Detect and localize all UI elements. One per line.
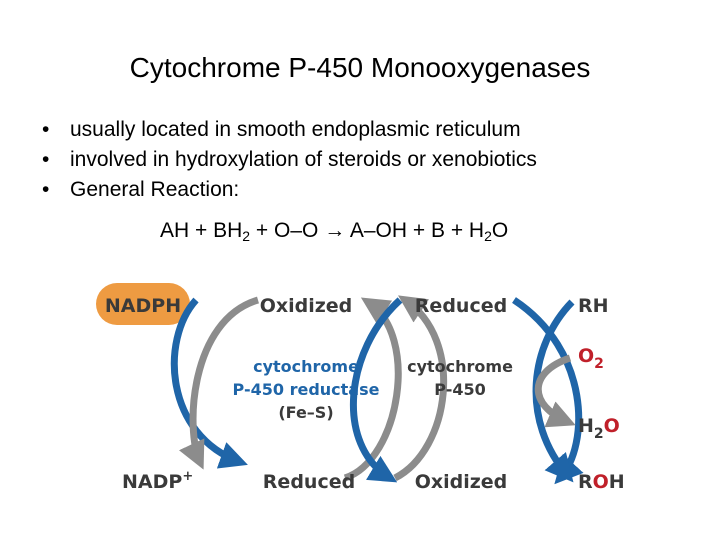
- o2-text: O: [578, 345, 594, 367]
- nadph-badge: [96, 283, 190, 325]
- bullet-text: General Reaction:: [70, 178, 240, 201]
- reductase-name-line2: P-450 reductase: [233, 380, 380, 399]
- h2o-h: H: [578, 415, 594, 437]
- nadph-to-reduced-arrow: [170, 297, 248, 469]
- bullet-item: • General Reaction:: [42, 175, 537, 205]
- o2-to-h2o-arrow: [534, 354, 576, 428]
- reaction-part: AH + BH: [160, 219, 243, 242]
- reductase-name-line1: cytochrome: [253, 357, 359, 376]
- slide-title: Cytochrome P-450 Monooxygenases: [129, 52, 591, 83]
- bullet-dot: •: [42, 178, 50, 201]
- roh-oxygen: O: [593, 471, 609, 493]
- p450-name-line1: cytochrome: [407, 357, 513, 376]
- reaction-part: + O–O → A–OH + B + H: [250, 219, 485, 242]
- bullet-item: • usually located in smooth endoplasmic r…: [42, 115, 537, 145]
- reaction-subscript: 2: [484, 228, 492, 244]
- reductase-electron-arrow: [349, 297, 403, 483]
- roh-r: R: [578, 471, 593, 493]
- h2o-label: H2O: [578, 415, 620, 442]
- bullet-text: usually located in smooth endoplasmic re…: [70, 118, 521, 141]
- reduced-p450-label: Reduced: [415, 295, 507, 317]
- bullet-text: involved in hydroxylation of steroids or…: [70, 148, 537, 171]
- reduced-reductase-label: Reduced: [263, 471, 355, 493]
- nadp-superscript: +: [182, 469, 193, 484]
- o2-label: O2: [578, 345, 604, 372]
- reaction-part: O: [491, 219, 509, 242]
- h2o-oxygen: O: [604, 415, 620, 437]
- oxidized-p450-to-reduced-arrow: [393, 295, 448, 482]
- bullet-dot: •: [42, 118, 50, 141]
- oxidized-p450-label: Oxidized: [415, 471, 508, 493]
- nadp-text: NADP: [122, 471, 182, 493]
- nadph-label: NADPH: [105, 295, 181, 317]
- oxidized-reductase-label: Oxidized: [260, 295, 353, 317]
- o2-subscript: 2: [594, 356, 604, 372]
- h2o-subscript: 2: [594, 426, 604, 442]
- general-reaction-equation: AH + BH2 + O–O → A–OH + B + H2O: [160, 219, 508, 244]
- reaction-subscript: 2: [242, 228, 251, 244]
- rh-label: RH: [578, 295, 609, 317]
- bullet-list: • usually located in smooth endoplasmic r…: [42, 115, 537, 205]
- bullet-dot: •: [42, 148, 50, 171]
- reduced-p450-to-oxidized-arrow: [512, 297, 584, 485]
- roh-h: H: [609, 471, 625, 493]
- bullet-item: • involved in hydroxylation of steroids o…: [42, 145, 537, 175]
- roh-label: ROH: [578, 471, 625, 493]
- p450-name-line2: P-450: [434, 380, 485, 399]
- oxidized-to-nadp-arrow: [179, 296, 260, 470]
- reductase-cofactor-label: (Fe–S): [278, 403, 333, 422]
- nadp-label: NADP+: [122, 469, 193, 493]
